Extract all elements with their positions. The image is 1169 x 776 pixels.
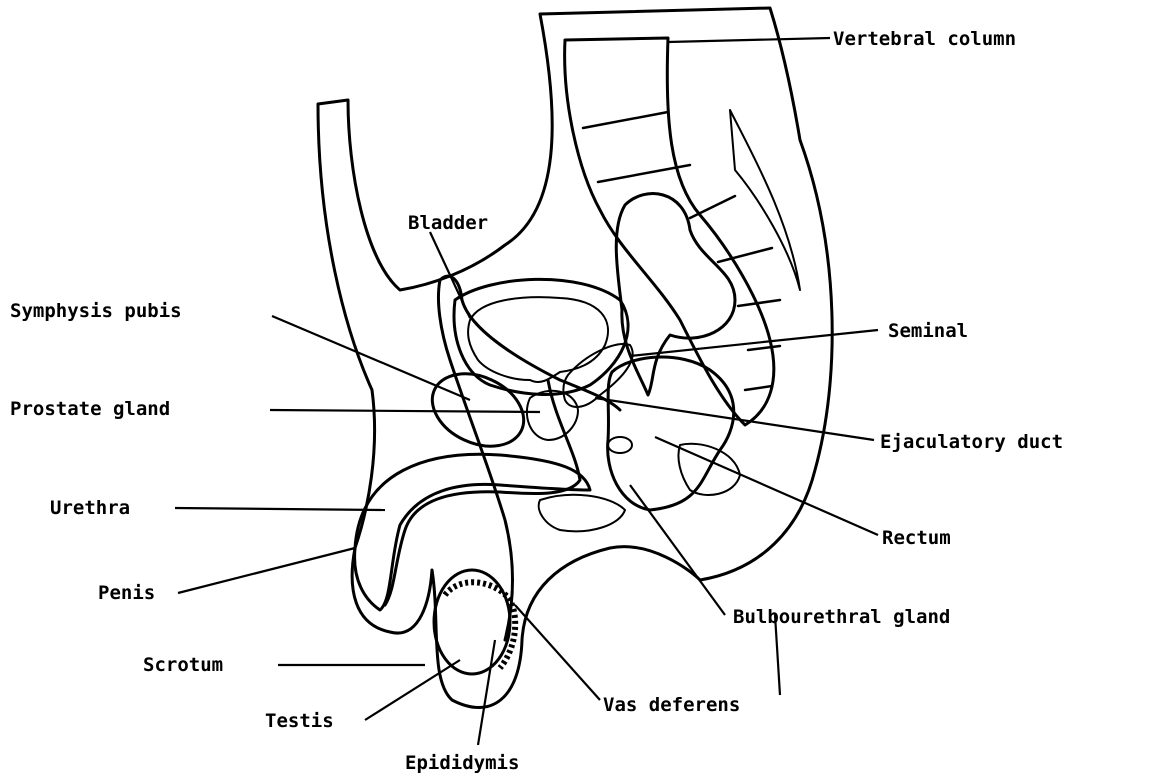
labels: Vertebral column Bladder Symphysis pubis… xyxy=(10,28,1063,774)
vertebral-column xyxy=(565,38,800,425)
label-rectum: Rectum xyxy=(882,527,951,549)
symphysis-pubis-shape xyxy=(421,360,536,460)
body-outline xyxy=(318,8,832,708)
testis-shape xyxy=(434,570,515,674)
label-penis: Penis xyxy=(98,582,155,604)
bulbourethral-gland-shape xyxy=(608,437,632,453)
label-vas-deferens: Vas deferens xyxy=(603,694,740,716)
label-epididymis: Epididymis xyxy=(405,752,519,774)
label-symphysis-pubis: Symphysis pubis xyxy=(10,300,182,322)
leader-lines xyxy=(175,38,878,745)
label-scrotum: Scrotum xyxy=(143,654,223,676)
label-bladder: Bladder xyxy=(408,212,488,234)
label-bulbourethral-gland: Bulbourethral gland xyxy=(733,606,950,628)
label-urethra: Urethra xyxy=(50,497,130,519)
label-vertebral-column: Vertebral column xyxy=(833,28,1016,50)
label-prostate-gland: Prostate gland xyxy=(10,398,170,420)
label-ejaculatory-duct: Ejaculatory duct xyxy=(880,431,1063,453)
label-testis: Testis xyxy=(265,710,334,732)
label-seminal: Seminal xyxy=(888,320,968,342)
